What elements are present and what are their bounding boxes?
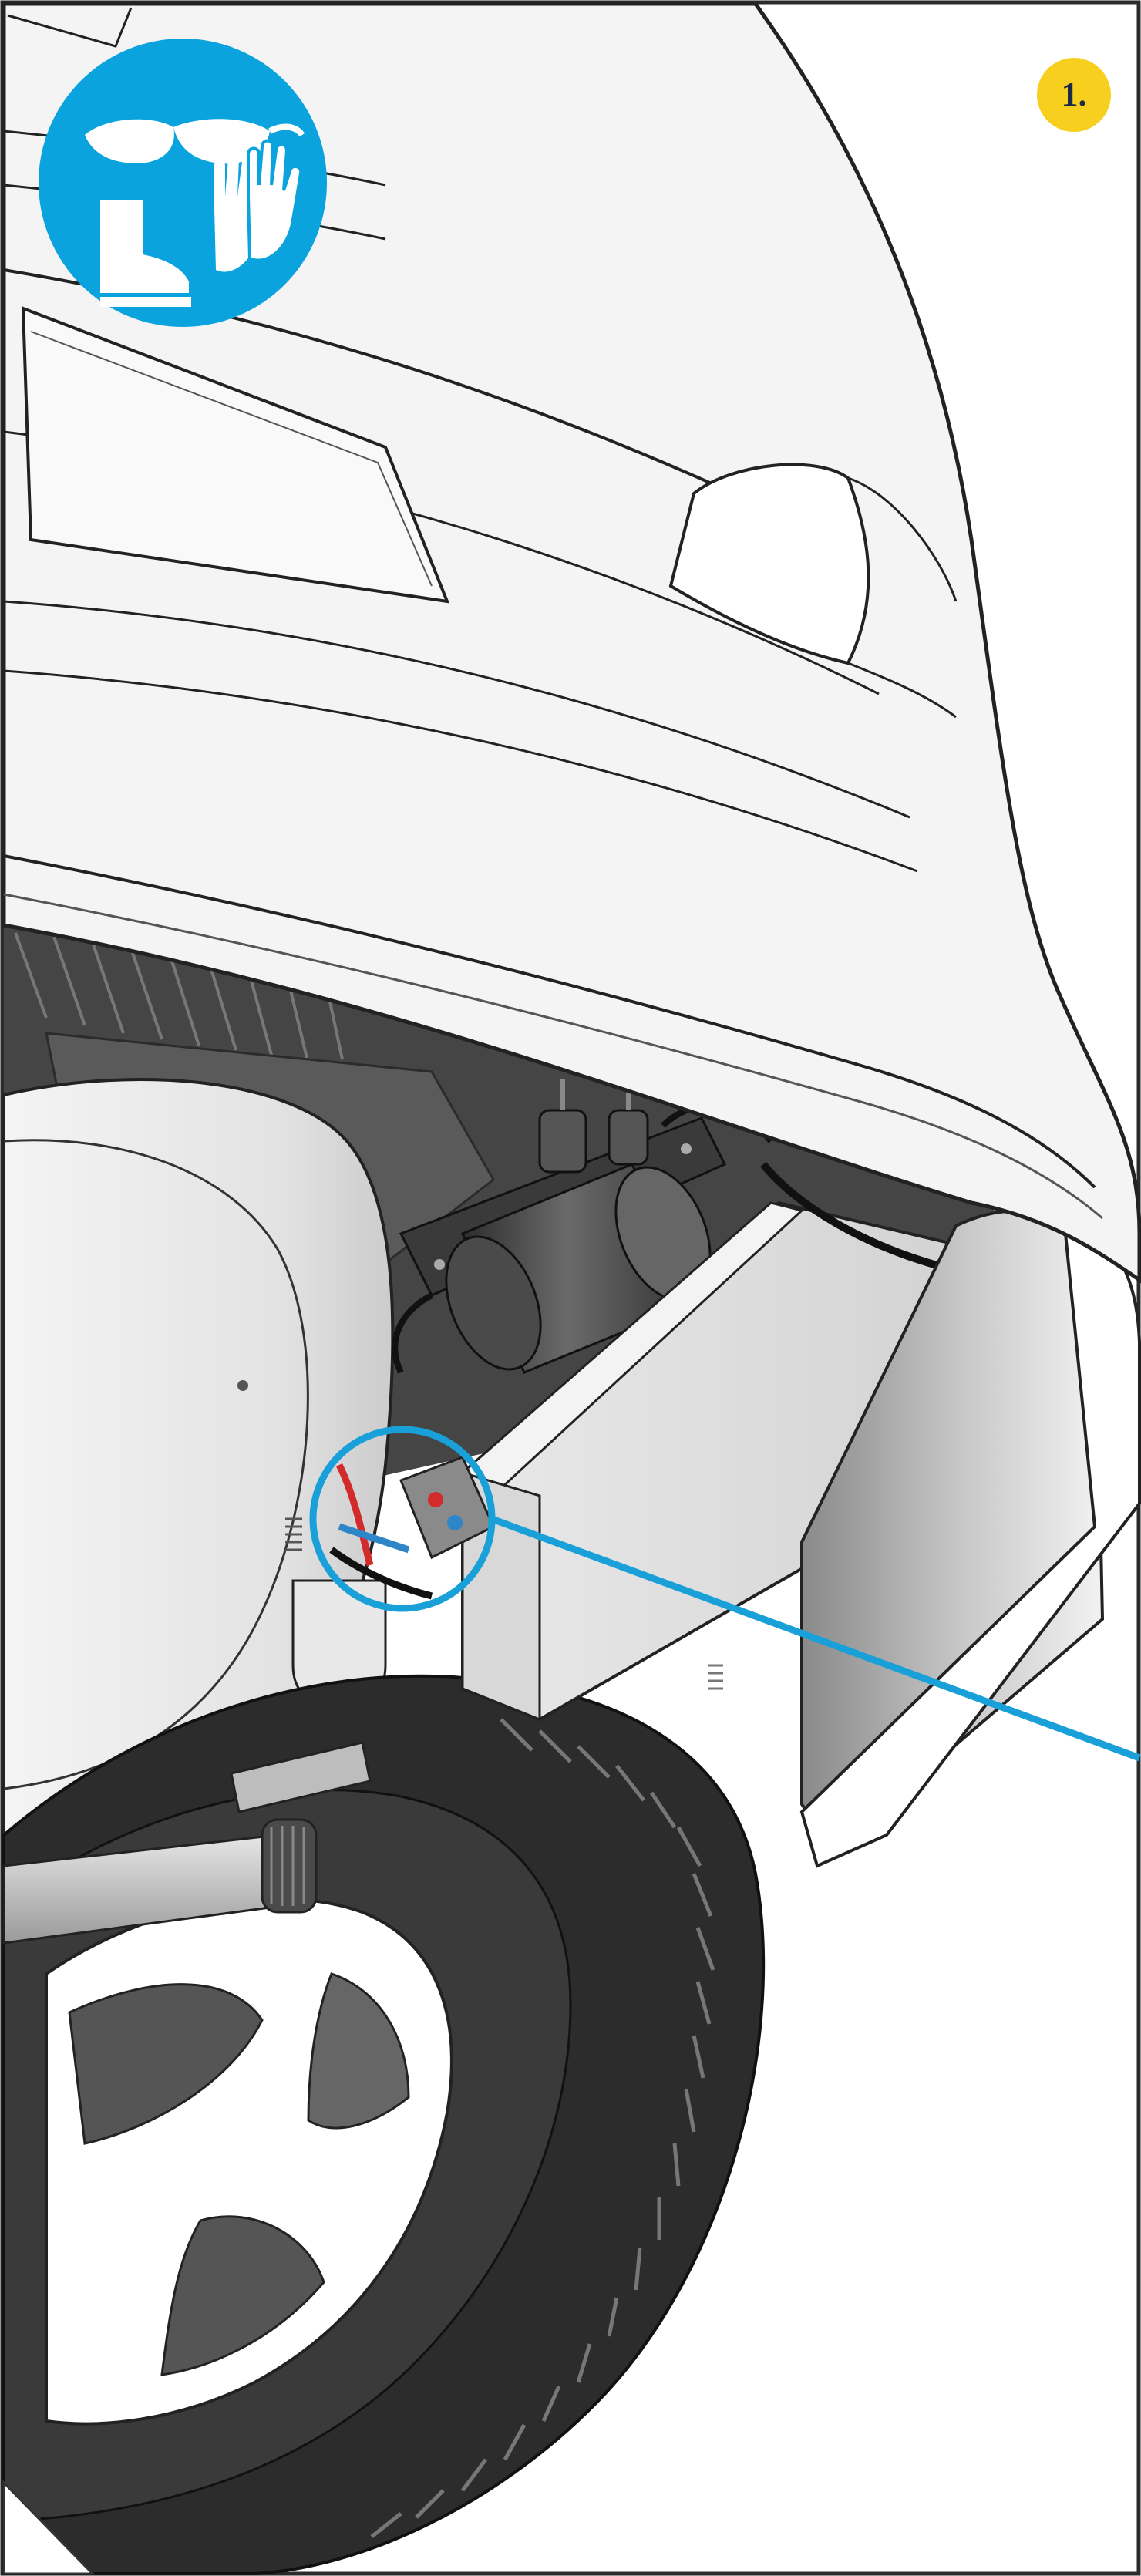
safety-gloves-icon: [214, 139, 303, 272]
drive-shaft: [2, 1741, 372, 1945]
ppe-mandatory-sign: [39, 39, 327, 327]
rear-skirt-strip: [2, 2480, 96, 2575]
rear-bumper: [2, 2, 1141, 1284]
step-number-badge: 1.: [1037, 58, 1111, 132]
safety-glasses-icon: [85, 119, 305, 164]
connector-callout: [309, 1426, 1141, 1762]
safety-boots-icon: [100, 200, 191, 307]
control-unit-housing: [460, 1161, 1044, 1722]
wiring-connector: [329, 1456, 495, 1600]
step-number: 1.: [1061, 76, 1087, 113]
